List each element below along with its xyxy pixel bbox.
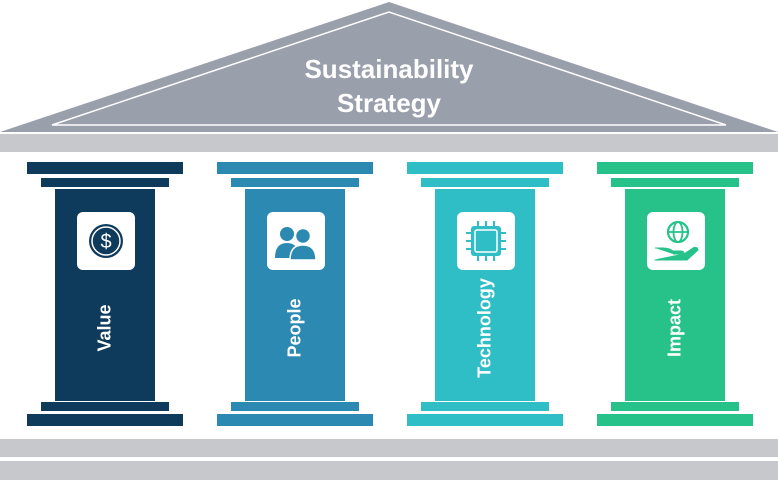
base-step-lower <box>0 461 778 480</box>
pillar-impact: Impact <box>597 162 753 430</box>
pillar-base-upper <box>421 402 549 411</box>
base-step-upper <box>0 439 778 457</box>
pillar-capital <box>407 162 563 174</box>
pillar-capital-lower <box>611 178 739 187</box>
pillar-base-upper <box>611 402 739 411</box>
pillar-capital <box>217 162 373 174</box>
pillar-base-upper <box>231 402 359 411</box>
people-group-icon <box>267 212 325 270</box>
microchip-icon <box>457 212 515 270</box>
dollar-coin-icon: $ <box>77 212 135 270</box>
pillar-base <box>27 414 183 426</box>
roof-title-line2: Strategy <box>336 88 442 118</box>
pillar-people: People <box>217 162 373 430</box>
pillar-capital-lower <box>421 178 549 187</box>
globe-in-hand-icon <box>647 212 705 270</box>
svg-text:$: $ <box>100 231 111 253</box>
pillar-label-value: Value <box>94 304 115 352</box>
pillar-technology: Technology <box>407 162 563 430</box>
pillar-capital-lower <box>41 178 169 187</box>
pillar-capital <box>597 162 753 174</box>
pillar-base-upper <box>41 402 169 411</box>
pillar-capital <box>27 162 183 174</box>
pillar-value: $ Value <box>27 162 183 430</box>
pillar-base <box>217 414 373 426</box>
roof-pediment <box>0 2 778 132</box>
pillar-label-impact: Impact <box>664 298 685 358</box>
pillar-label-people: People <box>284 298 305 358</box>
pillar-capital-lower <box>231 178 359 187</box>
roof-title-line1: Sustainability <box>304 54 474 84</box>
pillar-label-technology: Technology <box>474 278 495 378</box>
pillar-base <box>407 414 563 426</box>
pillar-base <box>597 414 753 426</box>
roof-band <box>0 134 778 152</box>
